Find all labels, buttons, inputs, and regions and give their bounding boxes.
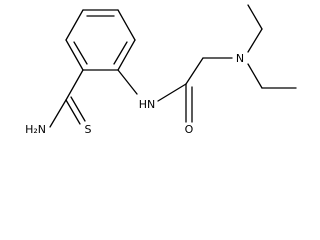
thioamide-c-s-double-bond-a (65, 99, 81, 125)
nh-to-carbonyl-carbon-bond (157, 83, 187, 102)
bonds (49, 4, 297, 128)
thioamide-c-s-double-bond-b (70, 96, 86, 122)
upper-ethyl-bond (247, 4, 263, 30)
ring-to-thioamide-carbon-bond (65, 69, 84, 101)
amide-nh-label: HN (139, 98, 156, 111)
carbonyl-to-ch2-bond (185, 57, 204, 85)
ring-bond-2 (117, 9, 136, 41)
ring-bond-6 (65, 9, 84, 41)
tertiary-amine-n-label: N (236, 52, 244, 65)
amine-nh2-label: H₂N (25, 123, 46, 136)
carbonyl-oxygen-label: O (185, 123, 194, 136)
ring-inner-bond-2 (113, 41, 128, 65)
n-to-upper-ethyl-bond (247, 28, 263, 53)
ring-bond-3 (117, 39, 136, 71)
thioamide-c-nh2-bond (49, 99, 67, 128)
ring-inner-bond-3 (73, 41, 88, 65)
ring-to-nh-bond (117, 69, 138, 95)
ring-bond-5 (65, 39, 84, 71)
atom-labels: H₂N S HN N O (25, 52, 244, 136)
n-to-lower-ethyl-bond (247, 63, 263, 89)
chemical-structure: H₂N S HN N O (25, 4, 297, 136)
sulfur-label: S (85, 123, 92, 136)
